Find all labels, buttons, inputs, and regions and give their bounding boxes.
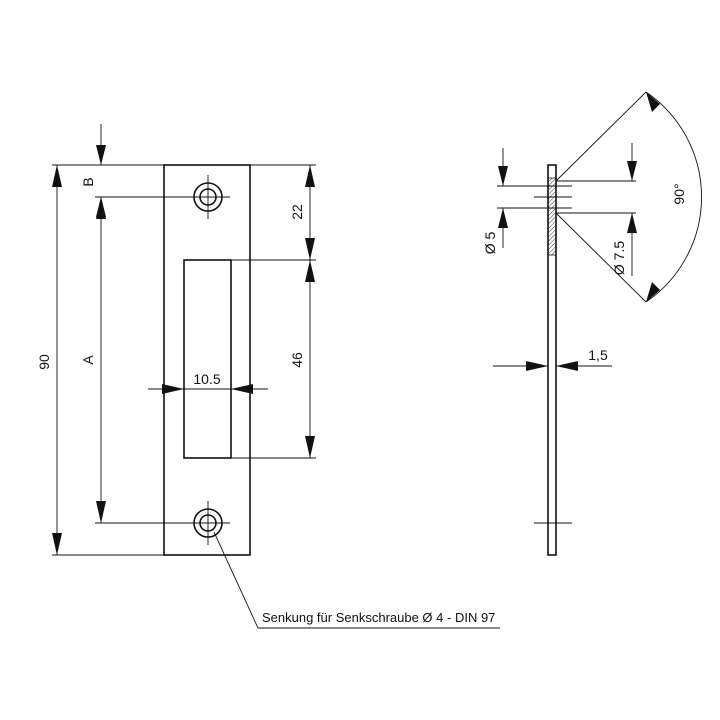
dim-angle: 90° — [555, 91, 702, 303]
dim-total-height-label: 90 — [36, 354, 52, 370]
countersink-section — [547, 177, 557, 256]
dim-slot-height-label: 46 — [289, 352, 305, 368]
dim-thickness: 1,5 — [493, 347, 612, 371]
dim-slot-width-label: 10.5 — [193, 371, 220, 387]
latch-slot — [183, 259, 232, 459]
top-screw-hole — [186, 175, 230, 219]
dim-top-offset-label: 22 — [289, 204, 305, 220]
dim-top-offset: 22 — [289, 165, 315, 260]
dim-total-height: 90 — [36, 165, 62, 555]
strike-plate-outline — [163, 164, 251, 556]
bottom-screw-hole — [186, 501, 230, 545]
side-view: Ø 5 Ø 7.5 90° 1,5 — [482, 91, 702, 556]
dim-countersink-diameter-label: Ø 7.5 — [611, 241, 627, 275]
countersink-leader: Senkung für Senkschraube Ø 4 - DIN 97 — [213, 531, 500, 629]
dim-thickness-label: 1,5 — [588, 347, 608, 363]
dim-b-label: B — [80, 177, 96, 186]
dim-slot-height: 46 — [289, 260, 315, 458]
front-view: 90 A B 22 — [36, 124, 500, 629]
dim-countersink-diameter: Ø 7.5 — [611, 143, 637, 276]
countersink-note: Senkung für Senkschraube Ø 4 - DIN 97 — [262, 610, 495, 625]
dim-hole-diameter: Ø 5 — [482, 148, 508, 254]
dim-b: B — [80, 124, 106, 220]
dim-hole-diameter-label: Ø 5 — [482, 232, 498, 255]
dim-a: A — [80, 197, 106, 523]
dim-angle-label: 90° — [671, 183, 687, 204]
plate-side-profile — [547, 164, 557, 556]
dim-slot-width: 10.5 — [148, 371, 268, 394]
dim-a-label: A — [80, 355, 96, 365]
